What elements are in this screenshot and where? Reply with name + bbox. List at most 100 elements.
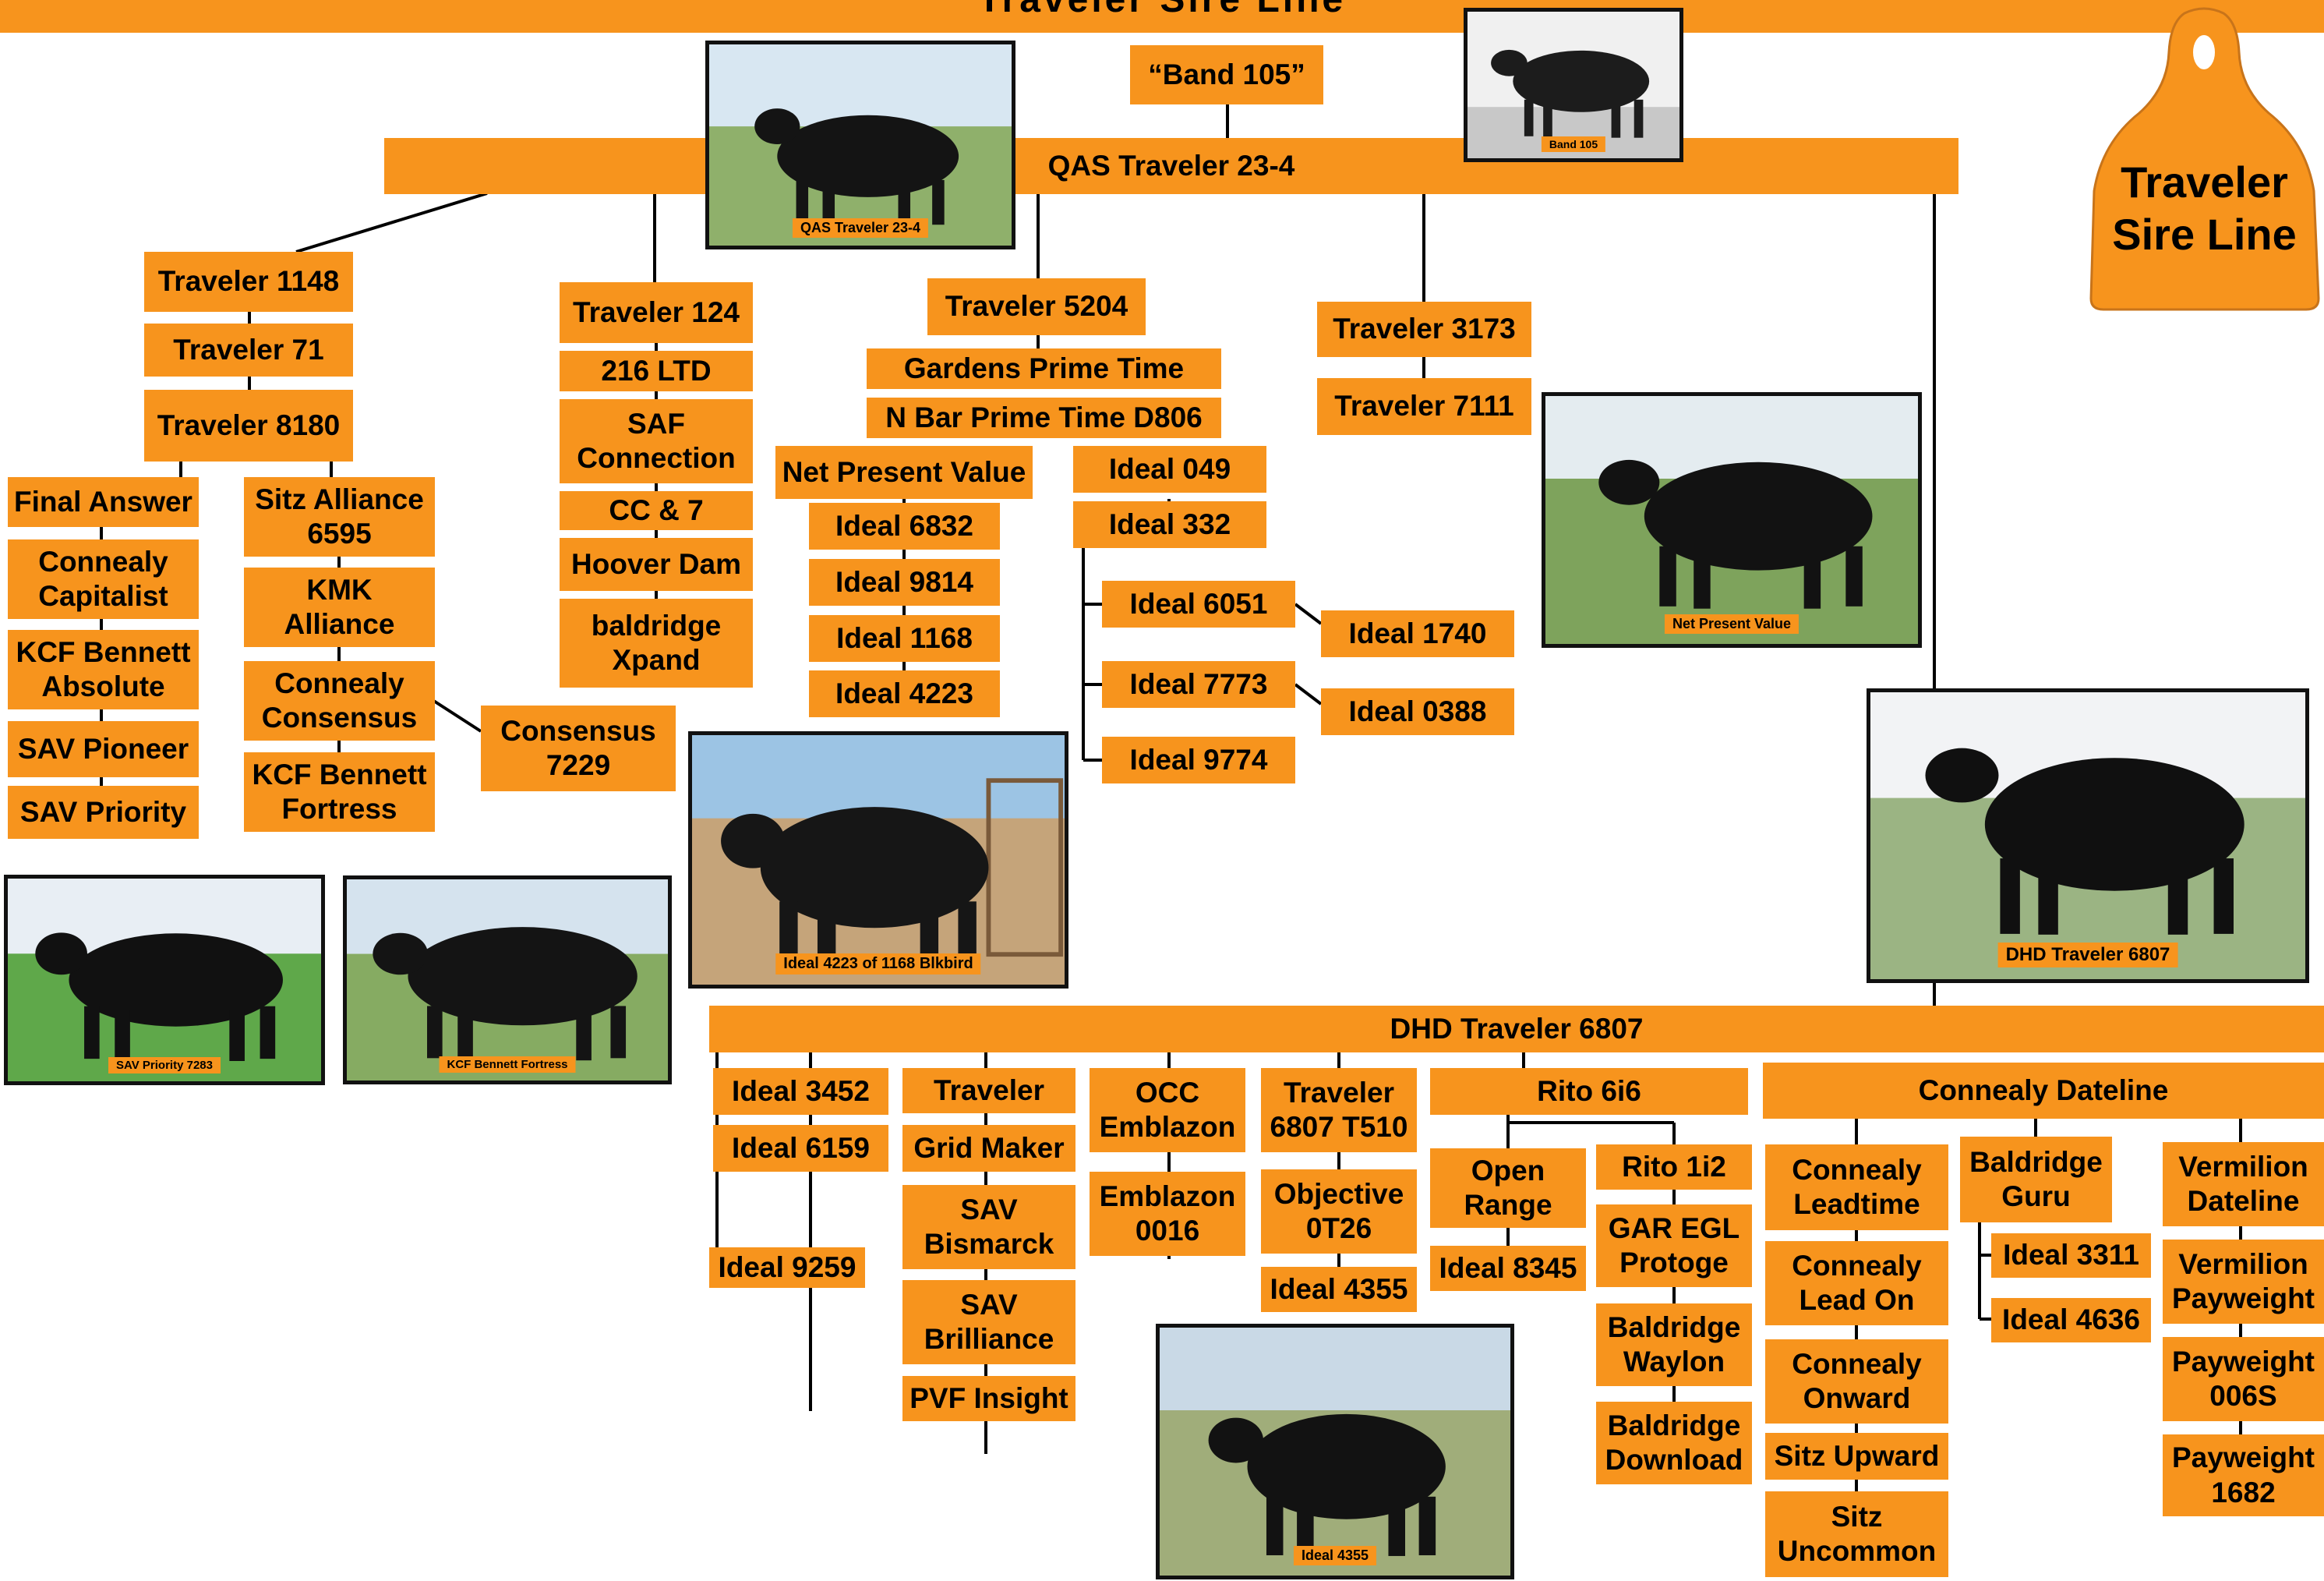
title-bar: Traveler Sire Line [0, 0, 2324, 33]
photo-net-present-value: Net Present Value [1542, 392, 1922, 648]
node-ideal-1168: Ideal 1168 [809, 615, 1000, 662]
photo-caption: Net Present Value [1664, 614, 1800, 635]
node-baldridge-waylon: Baldridge Waylon [1596, 1303, 1752, 1386]
node-ideal-332: Ideal 332 [1073, 501, 1266, 548]
node-ideal-1740: Ideal 1740 [1321, 610, 1514, 657]
node-baldridge-guru: Baldridge Guru [1960, 1137, 2112, 1222]
bull-image [709, 44, 1012, 246]
node-net-present-value: Net Present Value [775, 446, 1033, 499]
node-connealy-lead-on: Connealy Lead On [1765, 1241, 1948, 1325]
node-sav-brilliance: SAV Brilliance [902, 1280, 1075, 1364]
bull-image [1870, 692, 2305, 979]
node-sav-bismarck: SAV Bismarck [902, 1185, 1075, 1269]
node-ideal-6832: Ideal 6832 [809, 503, 1000, 550]
photo-qas-traveler-23-4: QAS Traveler 23-4 [705, 41, 1015, 249]
node-ideal-3452: Ideal 3452 [713, 1068, 888, 1115]
node-kcf-bennett-fortress: KCF Bennett Fortress [244, 752, 435, 832]
photo-caption: KCF Bennett Fortress [439, 1056, 576, 1073]
node-gar-egl-protoge: GAR EGL Protoge [1596, 1204, 1752, 1287]
photo-dhd-traveler-6807: DHD Traveler 6807 [1867, 688, 2309, 983]
node-ideal-3311: Ideal 3311 [1991, 1233, 2151, 1278]
node-final-answer: Final Answer [8, 477, 199, 527]
node-ideal-6159: Ideal 6159 [713, 1125, 888, 1172]
node-band-105: “Band 105” [1130, 45, 1323, 104]
photo-caption: Ideal 4223 of 1168 Blkbird [775, 953, 981, 975]
photo-sav-priority-7283: SAV Priority 7283 [4, 875, 325, 1085]
node-vermilion-dateline: Vermilion Dateline [2163, 1142, 2324, 1226]
node-sav-priority: SAV Priority [8, 786, 199, 839]
node-grid-maker: Grid Maker [902, 1125, 1075, 1172]
node-connealy-consensus: Connealy Consensus [244, 661, 435, 741]
node-ideal-9814: Ideal 9814 [809, 559, 1000, 606]
node-baldridge-xpand: baldridge Xpand [560, 599, 753, 688]
node-traveler-124: Traveler 124 [560, 282, 753, 343]
photo-caption: SAV Priority 7283 [108, 1056, 221, 1073]
node-ideal-4223: Ideal 4223 [809, 670, 1000, 717]
node-traveler-3173: Traveler 3173 [1317, 302, 1531, 357]
photo-ideal-4355: Ideal 4355 [1156, 1324, 1514, 1579]
photo-caption: Band 105 [1541, 136, 1606, 153]
node-connealy-onward: Connealy Onward [1765, 1339, 1948, 1424]
node-traveler-5204: Traveler 5204 [927, 278, 1146, 335]
node-baldridge-download: Baldridge Download [1596, 1402, 1752, 1484]
node-kmk-alliance: KMK Alliance [244, 568, 435, 647]
node-payweight-006s: Payweight 006S [2163, 1337, 2324, 1421]
node-consensus-7229: Consensus 7229 [481, 706, 676, 791]
node-kcf-bennett-absolute: KCF Bennett Absolute [8, 630, 199, 709]
node-216-ltd: 216 LTD [560, 351, 753, 391]
node-open-range: Open Range [1430, 1148, 1586, 1228]
node-connealy-capitalist: Connealy Capitalist [8, 539, 199, 619]
node-dhd-traveler-6807: DHD Traveler 6807 [709, 1006, 2324, 1052]
node-traveler-1148: Traveler 1148 [144, 252, 353, 312]
node-ideal-6051: Ideal 6051 [1102, 581, 1295, 628]
node-payweight-1682: Payweight 1682 [2163, 1434, 2324, 1516]
node-rito-1i2: Rito 1i2 [1596, 1144, 1752, 1190]
ear-tag-shape [2089, 7, 2320, 311]
node-qas-traveler-23-4: QAS Traveler 23-4 [384, 138, 1958, 194]
node-occ-emblazon: OCC Emblazon [1090, 1068, 1245, 1152]
node-sav-pioneer: SAV Pioneer [8, 721, 199, 777]
bull-image [692, 735, 1065, 985]
node-objective-0t26: Objective 0T26 [1261, 1169, 1417, 1254]
node-pvf-insight: PVF Insight [902, 1376, 1075, 1421]
node-traveler-7111: Traveler 7111 [1317, 378, 1531, 435]
node-cc-and-7: CC & 7 [560, 491, 753, 530]
node-emblazon-0016: Emblazon 0016 [1090, 1172, 1245, 1256]
node-ideal-4636: Ideal 4636 [1991, 1298, 2151, 1342]
photo-caption: QAS Traveler 23-4 [792, 218, 929, 238]
bull-image [1468, 12, 1679, 158]
photo-caption: DHD Traveler 6807 [1997, 943, 2178, 968]
ear-tag-label: Traveler Sire Line [2112, 157, 2297, 260]
node-sitz-alliance-6595: Sitz Alliance 6595 [244, 477, 435, 557]
bull-image [8, 879, 321, 1081]
node-vermilion-payweight: Vermilion Payweight [2163, 1240, 2324, 1324]
node-traveler-8180: Traveler 8180 [144, 390, 353, 462]
bull-image [1545, 396, 1918, 644]
bull-image [1160, 1328, 1510, 1576]
node-saf-connection: SAF Connection [560, 399, 753, 483]
node-ideal-0388: Ideal 0388 [1321, 688, 1514, 735]
node-ideal-4355: Ideal 4355 [1261, 1267, 1417, 1312]
node-hoover-dam: Hoover Dam [560, 538, 753, 591]
node-connealy-leadtime: Connealy Leadtime [1765, 1144, 1948, 1230]
node-traveler-6807-t510: Traveler 6807 T510 [1261, 1068, 1417, 1152]
node-sitz-uncommon: Sitz Uncommon [1765, 1491, 1948, 1577]
ear-tag: Traveler Sire Line [2085, 4, 2324, 312]
node-rito-6i6: Rito 6i6 [1430, 1068, 1748, 1115]
page-title: Traveler Sire Line [0, 0, 2324, 21]
node-gardens-prime-time: Gardens Prime Time [867, 348, 1221, 389]
node-traveler-71: Traveler 71 [144, 324, 353, 377]
node-ideal-9259: Ideal 9259 [709, 1247, 865, 1288]
photo-band-105: Band 105 [1464, 8, 1683, 162]
node-sitz-upward: Sitz Upward [1765, 1433, 1948, 1480]
node-n-bar-prime-time-d806: N Bar Prime Time D806 [867, 398, 1221, 438]
node-ideal-049: Ideal 049 [1073, 446, 1266, 493]
node-connealy-dateline: Connealy Dateline [1763, 1063, 2324, 1119]
photo-ideal-4223: Ideal 4223 of 1168 Blkbird [688, 731, 1068, 989]
node-traveler: Traveler [902, 1068, 1075, 1113]
node-ideal-7773: Ideal 7773 [1102, 661, 1295, 708]
node-ideal-8345: Ideal 8345 [1430, 1246, 1586, 1291]
photo-caption: Ideal 4355 [1293, 1546, 1377, 1566]
bull-image [347, 879, 668, 1081]
photo-kcf-bennett-fortress: KCF Bennett Fortress [343, 875, 672, 1084]
